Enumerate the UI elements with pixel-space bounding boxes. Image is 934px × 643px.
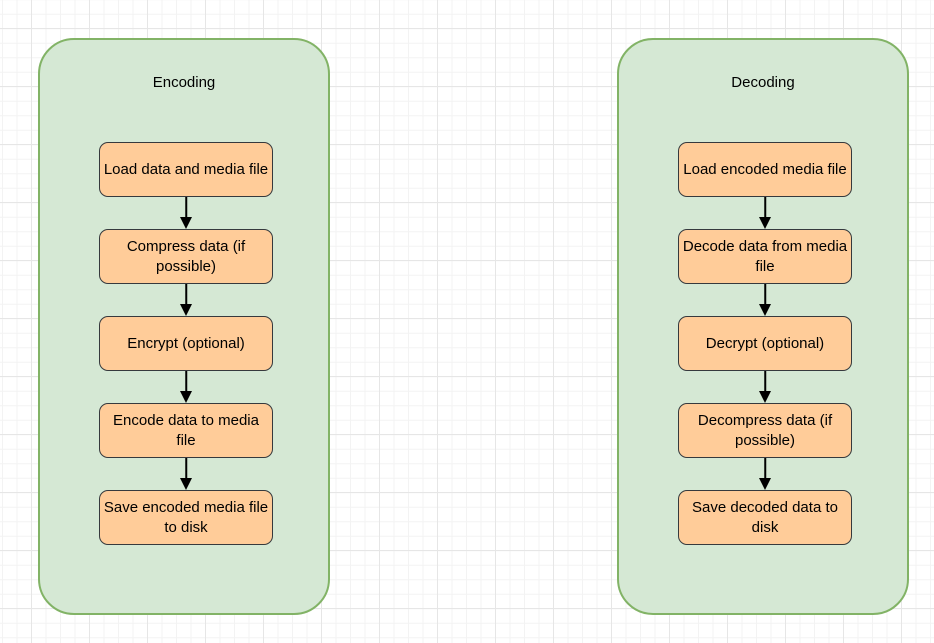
arrow-shaft [185, 371, 187, 394]
flow-step-load-data[interactable]: Load data and media file [99, 142, 273, 197]
arrow-down-icon [180, 304, 192, 316]
flow-connector[interactable] [758, 371, 772, 403]
arrow-shaft [764, 197, 766, 220]
arrow-shaft [185, 197, 187, 220]
flow-step-label: Save decoded data to disk [692, 498, 838, 536]
arrow-shaft [764, 284, 766, 307]
flow-step-encrypt[interactable]: Encrypt (optional) [99, 316, 273, 371]
flow-step-label: Encode data to media file [113, 411, 259, 449]
arrow-shaft [185, 458, 187, 481]
flow-connector[interactable] [758, 284, 772, 316]
arrow-down-icon [759, 478, 771, 490]
flow-step-load-encoded[interactable]: Load encoded media file [678, 142, 852, 197]
arrow-shaft [185, 284, 187, 307]
arrow-shaft [764, 371, 766, 394]
flow-container-title: Decoding [731, 74, 795, 91]
flow-step-save-decoded[interactable]: Save decoded data to disk [678, 490, 852, 545]
flow-step-decrypt[interactable]: Decrypt (optional) [678, 316, 852, 371]
flow-connector[interactable] [758, 458, 772, 490]
arrow-down-icon [180, 478, 192, 490]
flow-step-label: Encrypt (optional) [127, 334, 245, 352]
flow-step-compress[interactable]: Compress data (if possible) [99, 229, 273, 284]
flow-connector[interactable] [179, 284, 193, 316]
flow-step-decompress[interactable]: Decompress data (if possible) [678, 403, 852, 458]
flow-step-label: Decode data from media file [682, 237, 848, 275]
flow-step-label: Load data and media file [103, 160, 269, 178]
flow-step-label: Decompress data (if possible) [697, 411, 833, 449]
flow-container-encoding[interactable]: Encoding Load data and media file Compre… [38, 38, 330, 615]
arrow-down-icon [759, 304, 771, 316]
flow-step-label: Compress data (if possible) [126, 237, 246, 275]
flow-step-save-encoded[interactable]: Save encoded media file to disk [99, 490, 273, 545]
arrow-down-icon [180, 217, 192, 229]
arrow-shaft [764, 458, 766, 481]
flow-step-encode[interactable]: Encode data to media file [99, 403, 273, 458]
flow-connector[interactable] [179, 458, 193, 490]
arrow-down-icon [759, 217, 771, 229]
flow-step-label: Save encoded media file to disk [103, 498, 269, 536]
arrow-down-icon [180, 391, 192, 403]
flow-container-title: Encoding [152, 74, 216, 91]
flow-connector[interactable] [179, 371, 193, 403]
flow-container-decoding[interactable]: Decoding Load encoded media file Decode … [617, 38, 909, 615]
arrow-down-icon [759, 391, 771, 403]
flow-step-decode[interactable]: Decode data from media file [678, 229, 852, 284]
flow-step-label: Load encoded media file [683, 160, 847, 178]
flow-connector[interactable] [179, 197, 193, 229]
flow-connector[interactable] [758, 197, 772, 229]
flow-step-label: Decrypt (optional) [705, 334, 825, 352]
